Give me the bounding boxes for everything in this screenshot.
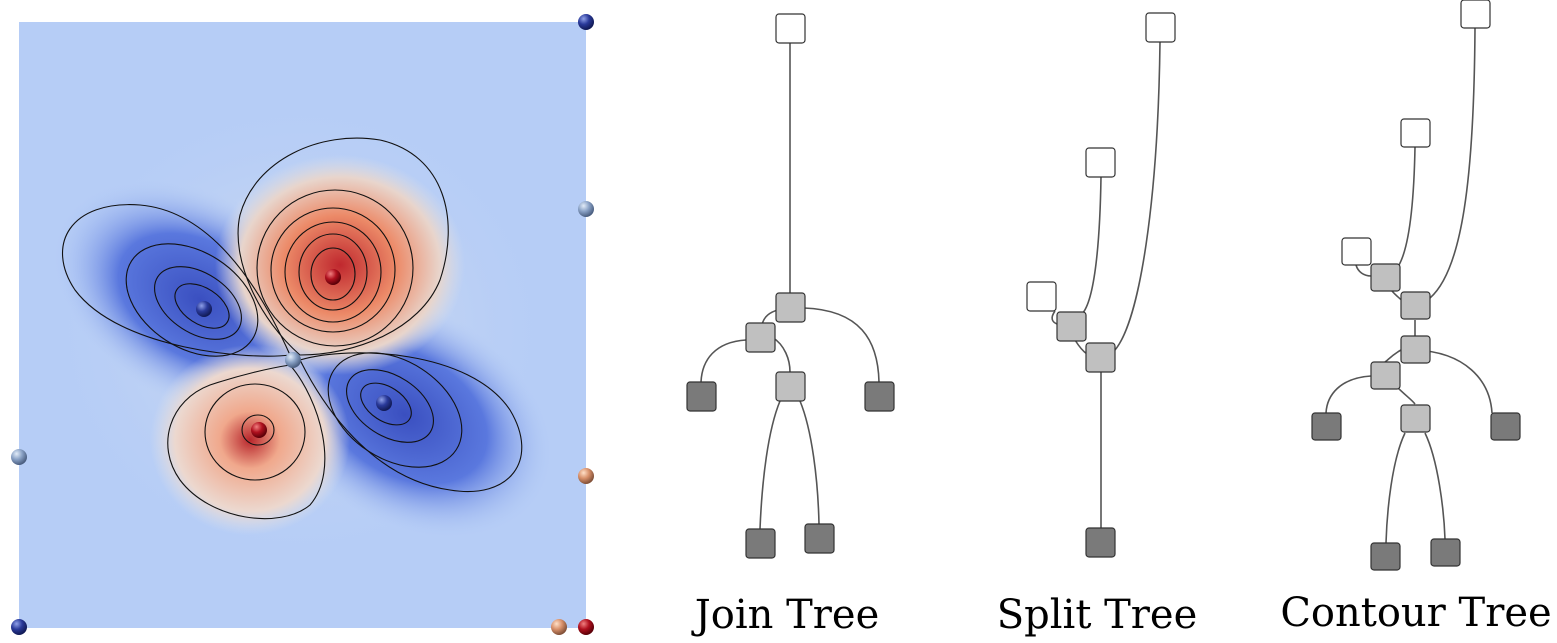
saddle-marker — [578, 201, 594, 217]
join-tree-nodes — [686, 13, 895, 559]
contour-tree-nodes — [1311, 0, 1521, 571]
split-tree-edges — [1051, 41, 1161, 528]
saddle-node — [745, 322, 776, 353]
saddle-node — [1056, 311, 1087, 342]
minimum-node — [1085, 527, 1116, 558]
maximum-marker — [578, 619, 594, 635]
saddle-node — [1370, 361, 1401, 390]
minimum-marker — [11, 619, 27, 635]
split-tree-nodes — [1026, 12, 1176, 558]
join-tree-edges — [700, 43, 880, 530]
minimum-marker — [376, 395, 392, 411]
split-tree-caption: Split Tree — [997, 592, 1198, 638]
split-tree: Split Tree — [997, 12, 1198, 638]
join-tree-caption: Join Tree — [691, 592, 880, 638]
maximum-node — [1026, 281, 1057, 312]
contour-tree-caption: Contour Tree — [1280, 590, 1551, 636]
maximum-node — [1085, 147, 1116, 178]
minimum-node — [686, 381, 717, 412]
maximum-node — [1400, 118, 1431, 148]
contour-tree: Contour Tree — [1280, 0, 1552, 636]
critical-points — [11, 14, 594, 635]
saddle-node — [1400, 404, 1431, 433]
saddle-node — [1400, 291, 1431, 320]
minimum-marker — [578, 14, 594, 30]
minimum-node — [1430, 538, 1461, 567]
minimum-node — [1311, 412, 1342, 441]
contour-tree-edges — [1325, 27, 1493, 544]
minimum-node — [1490, 412, 1521, 441]
saddle-marker-warm — [551, 619, 567, 635]
minimum-marker — [196, 301, 212, 317]
saddle-marker — [11, 449, 27, 465]
maximum-node — [775, 13, 806, 44]
maximum-node — [1460, 0, 1491, 29]
maximum-node — [1341, 237, 1372, 266]
saddle-node — [1370, 263, 1401, 292]
saddle-node — [1400, 335, 1431, 364]
saddle-marker — [285, 352, 301, 368]
maximum-marker — [325, 269, 341, 285]
saddle-node — [775, 292, 806, 323]
saddle-marker-warm — [578, 468, 594, 484]
saddle-node — [1085, 342, 1116, 373]
minimum-node — [864, 381, 895, 412]
maximum-node — [1145, 12, 1176, 43]
minimum-node — [745, 528, 776, 559]
maximum-marker — [251, 422, 267, 438]
saddle-node — [775, 371, 806, 402]
minimum-node — [1370, 542, 1401, 571]
scalar-field-panel — [11, 14, 594, 635]
maximum-region-bottom — [150, 345, 350, 535]
join-tree: Join Tree — [686, 13, 895, 638]
contour-lines — [61, 137, 523, 520]
minimum-node — [804, 523, 835, 554]
